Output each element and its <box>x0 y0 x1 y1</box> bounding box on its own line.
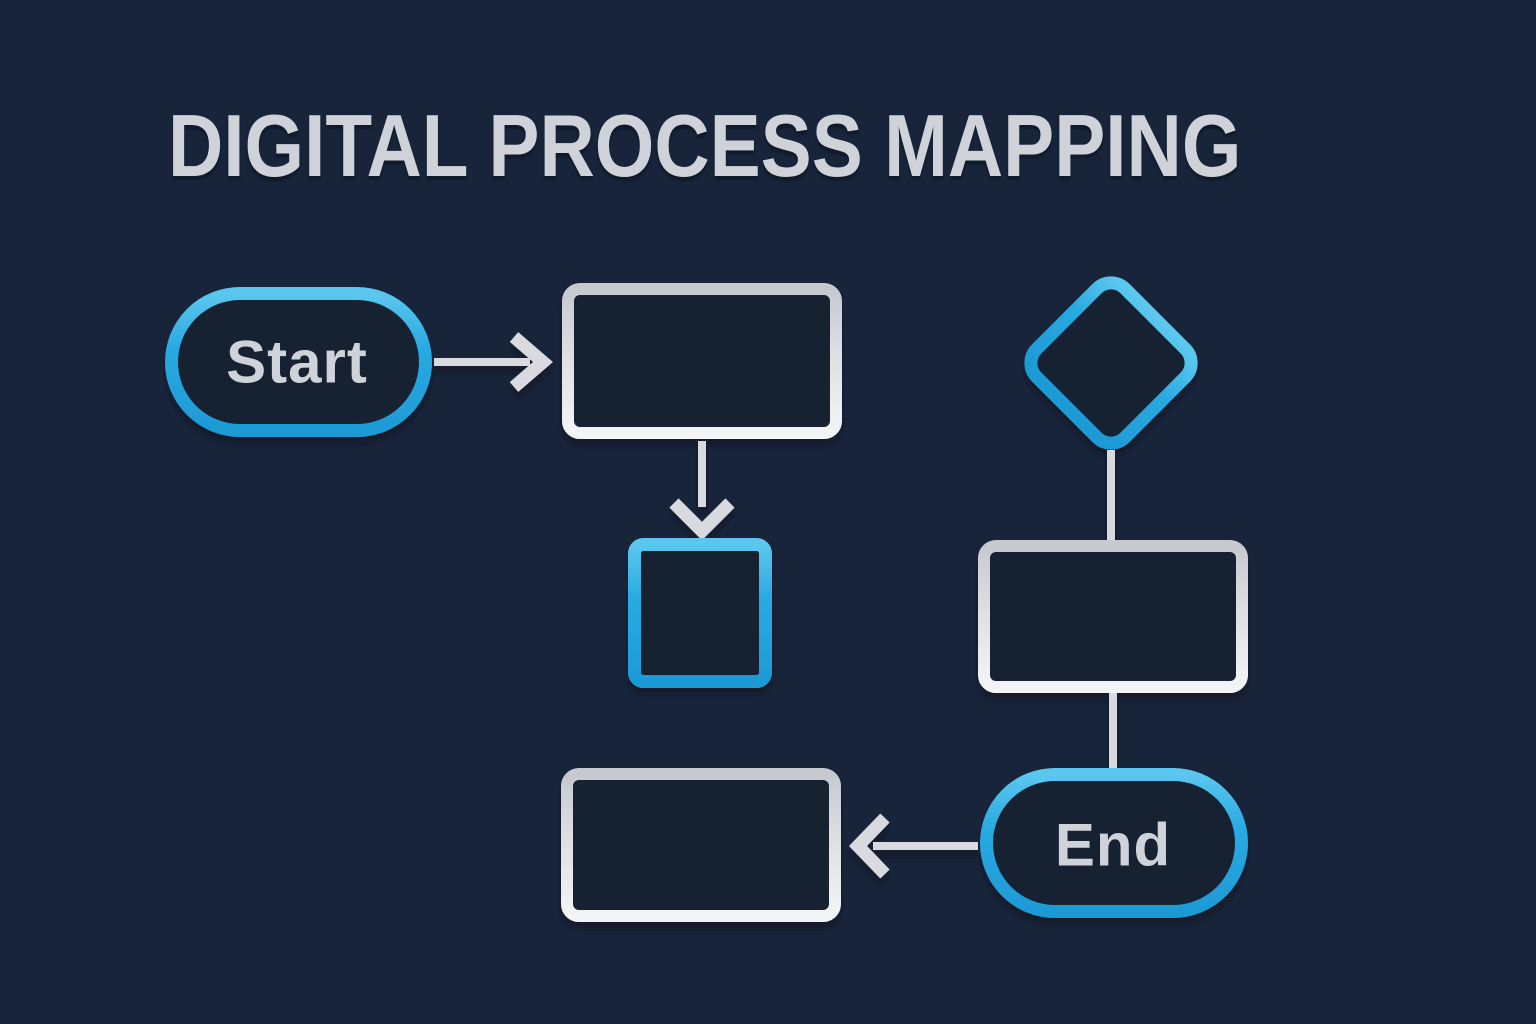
arrowhead-right-icon <box>509 332 553 392</box>
output-box <box>561 768 841 922</box>
end-node <box>980 768 1248 918</box>
start-node <box>165 287 432 437</box>
process-box-1 <box>562 283 842 439</box>
start-label: Start <box>226 329 368 396</box>
arrowhead-down-icon <box>669 498 735 541</box>
end-label: End <box>1055 812 1171 879</box>
arrowhead-left-icon <box>848 813 890 879</box>
decision-diamond <box>1024 276 1198 450</box>
subprocess-box <box>628 538 772 688</box>
connectors <box>434 332 1117 879</box>
nodes <box>165 276 1248 922</box>
process-box-2 <box>978 540 1248 693</box>
page-title: DIGITAL PROCESS MAPPING <box>168 96 1242 195</box>
